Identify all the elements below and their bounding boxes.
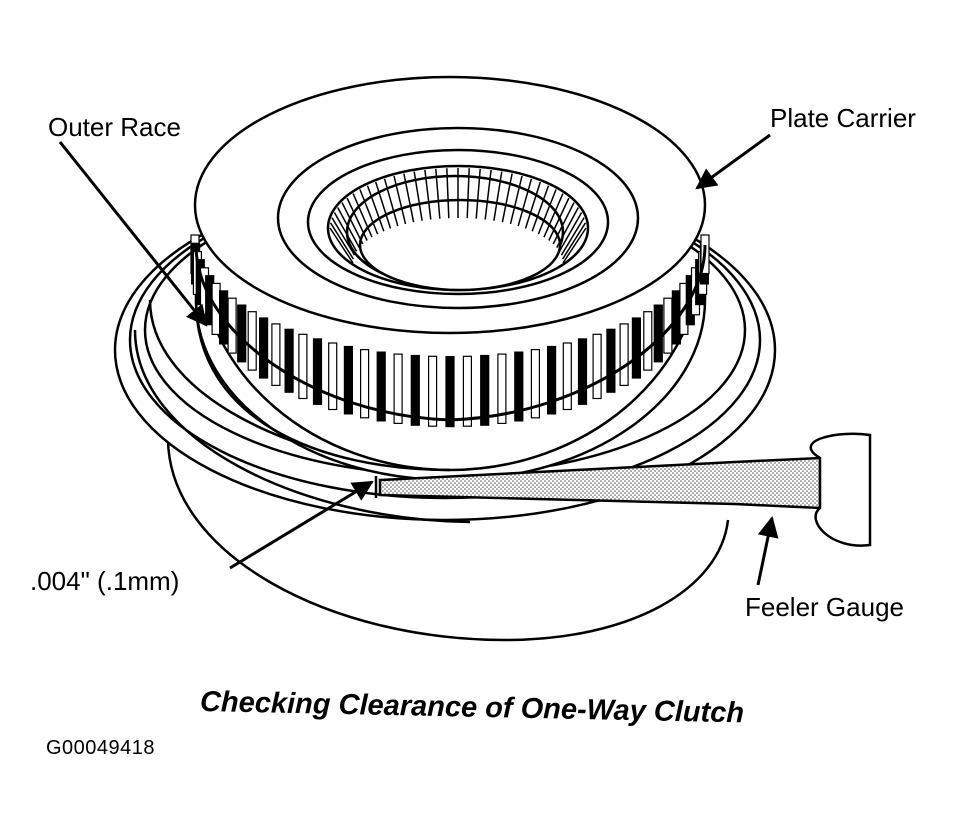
inner-spline-tooth [484, 169, 492, 220]
spline-tooth [298, 333, 308, 400]
spline-tooth [237, 304, 247, 363]
inner-spline-tooth [403, 173, 415, 223]
arrow-icon [229, 480, 374, 570]
spline-tooth [410, 354, 420, 426]
inner-spline-tooth [548, 197, 570, 241]
arrow-icon [756, 515, 779, 586]
inner-spline-tooth [537, 189, 557, 235]
inner-spline-tooth [561, 222, 587, 260]
inner-spline-tooth [374, 181, 392, 229]
feeler-gauge-label: Feeler Gauge [745, 592, 904, 622]
clearance-label: .004" (.1mm) [30, 566, 180, 596]
inner-spline-tooth [346, 197, 368, 241]
inner-spline-tooth [560, 217, 585, 256]
inner-spline-tooth [413, 171, 423, 221]
inner-spline-tooth [562, 227, 587, 264]
spline-tooth [619, 323, 629, 386]
inner-spline-tooth [446, 168, 450, 219]
spline-tooth [497, 353, 507, 425]
spline-tooth [606, 328, 616, 393]
inner-spline-tooth [558, 212, 583, 252]
inner-spline-tooth [333, 212, 358, 252]
inner-spline-tooth [517, 178, 533, 227]
inner-spline-tooth [366, 185, 385, 232]
inner-spline-tooth [493, 171, 503, 221]
inner-spline-tooth [531, 185, 550, 232]
inner-spline-tooth [475, 168, 481, 219]
plate-carrier-top [193, 75, 707, 335]
spline-tooth [592, 333, 602, 400]
spline-tooth [530, 349, 541, 419]
spline-tooth [643, 311, 653, 371]
spline-tooth [343, 345, 353, 415]
spline-tooth [259, 317, 269, 379]
leader-arrows [58, 133, 779, 586]
inner-spline-tooth [337, 207, 360, 248]
spline-tooth [577, 338, 588, 405]
spline-tooth [284, 328, 294, 393]
inner-spline-tooth [331, 217, 356, 256]
inner-spline-tooth [501, 173, 513, 223]
arrow-icon [695, 133, 771, 190]
spline-tooth [312, 338, 323, 405]
inner-spline-tooth [352, 193, 373, 238]
feeler-gauge [374, 432, 872, 547]
spline-tooth [653, 304, 663, 363]
spline-tooth [247, 311, 257, 371]
inner-spline-tooth [424, 169, 432, 220]
inner-spline-tooth [341, 202, 364, 245]
inner-spline-tooth [466, 168, 470, 219]
plate-carrier-label: Plate Carrier [770, 103, 916, 133]
spline-tooth [393, 353, 403, 425]
spline-tooth [546, 345, 557, 415]
spline-tooth [328, 342, 338, 411]
outer-race-label: Outer Race [48, 112, 181, 142]
inner-spline-tooth [556, 207, 579, 248]
spline-tooth [462, 355, 472, 427]
inner-spline-tooth [509, 175, 523, 225]
inner-splines [329, 168, 587, 264]
inner-spline-tooth [383, 178, 399, 227]
spline-tooth [480, 354, 490, 426]
outer-race [190, 234, 710, 482]
inner-spline-tooth [329, 222, 355, 260]
inner-spline-tooth [393, 175, 407, 225]
inner-spline-tooth [359, 189, 379, 235]
figure-id: G00049418 [46, 737, 156, 759]
inner-spline-tooth [552, 202, 575, 245]
spline-tooth [514, 351, 524, 422]
spline-tooth [428, 355, 438, 427]
spline-tooth [562, 342, 572, 411]
inner-spline-tooth [543, 193, 564, 238]
spline-tooth [376, 351, 386, 422]
spline-tooth [631, 317, 642, 379]
spline-tooth [445, 356, 455, 428]
inner-spline-tooth [524, 181, 542, 229]
inner-spline-tooth [435, 168, 441, 219]
spline-tooth [271, 323, 281, 386]
inner-spline-tooth [329, 227, 354, 264]
arrow-icon [58, 141, 208, 327]
spline-tooth [360, 349, 370, 419]
